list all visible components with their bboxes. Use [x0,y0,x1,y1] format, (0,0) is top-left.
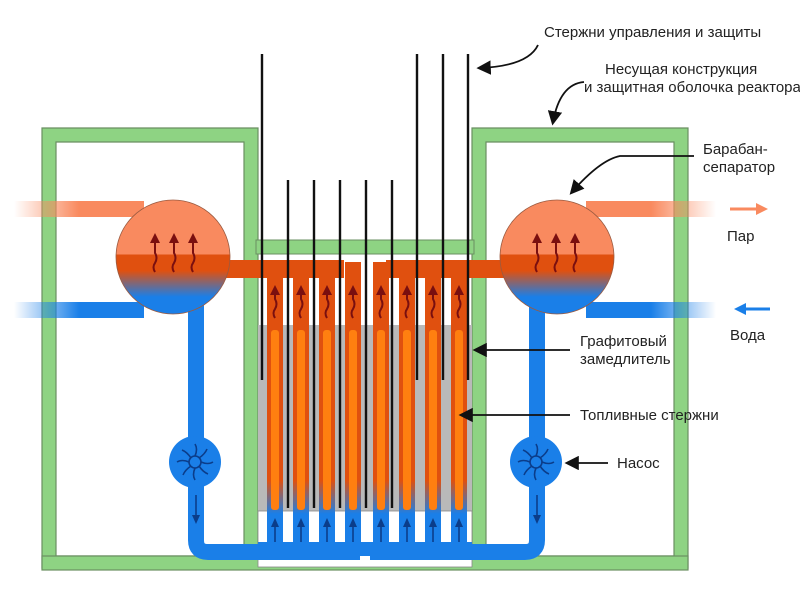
pump-left-impeller-icon [176,443,214,481]
fuel-rod [297,330,305,510]
fuel-rod [455,330,463,510]
rising-flow-arrow-head [322,285,332,295]
pump-right-body [510,436,562,488]
label-control-rods: Стержни управления и защиты [544,24,761,41]
pump-right-impeller-icon [517,443,555,481]
fuel-channel [345,262,361,548]
rising-flow-arrow [272,292,278,319]
downcomer-right [370,300,545,560]
control-rods [260,54,470,508]
fuel-rod [377,330,385,510]
fuel-rod [429,330,437,510]
rising-flow-arrow [404,292,410,319]
inflow-arrow-head [455,518,463,527]
drum-left-body [115,199,231,315]
rising-flow-arrow-head [348,285,358,295]
label-structure-line1: Несущая конструкция [605,61,757,78]
fuel-channel [451,262,467,548]
fuel-channel [399,262,415,548]
water-inlet-pipe-left [14,302,144,318]
label-drum-line1: Барабан- [703,141,768,158]
steam-outlet-pipe-right [586,201,716,217]
leader-lines [458,44,694,471]
steam-outlet-pipe-left [14,201,144,217]
downcomer-left [188,300,360,560]
fuel-channel [373,262,389,548]
separator-drum-right [499,199,615,315]
pump-left-body [169,436,221,488]
fuel-rod [349,330,357,510]
inflow-arrow-head [323,518,331,527]
inflow-arrow-head [271,518,279,527]
rising-flow-arrow-head [270,285,280,295]
rising-flow-arrow [430,292,436,319]
fuel-channel [293,262,309,548]
rising-flow-arrow [456,292,462,319]
rising-flow-arrow-head [402,285,412,295]
separator-drum-left [115,199,231,315]
rising-flow-arrow-head [454,285,464,295]
fuel-channel [425,262,441,548]
label-graphite-line1: Графитовый [580,333,667,350]
inflow-arrow-head [349,518,357,527]
water-inlet-pipe-right [586,302,716,318]
steam-rising-arrows-left [152,240,196,273]
external-pipes [14,201,716,318]
steam-direction-arrow [730,203,768,215]
leader-control-rods [476,44,539,75]
fuel-rod [271,330,279,510]
pump-left [169,436,221,524]
label-fuel-rods: Топливные стержни [580,407,719,424]
label-water: Вода [730,327,766,344]
pump-right [510,436,562,524]
rising-flow-arrow-head [376,285,386,295]
containment-left-frame [41,127,259,569]
labels: Стержни управления и защиты Несущая конс… [544,24,800,472]
label-structure-line2: и защитная оболочка реактора [584,79,800,96]
fuel-rod [323,330,331,510]
leader-containment [547,81,585,126]
water-direction-arrow [734,303,770,315]
rising-flow-arrow-head [296,285,306,295]
inflow-arrow-head [403,518,411,527]
label-steam: Пар [727,228,754,245]
fuel-channels [258,262,472,556]
inflow-arrow-head [377,518,385,527]
rising-flow-arrow [324,292,330,319]
fuel-channel [267,262,283,548]
rising-flow-arrow [298,292,304,319]
label-graphite-line2: замедлитель [580,351,671,368]
fuel-channel [319,262,335,548]
downcomer-pipes [188,300,545,560]
inflow-arrow-head [429,518,437,527]
leader-drum [569,155,694,195]
rising-flow-arrow-head [428,285,438,295]
rising-flow-arrow [350,292,356,319]
inlet-header [258,542,472,556]
rising-flow-arrow [378,292,384,319]
steam-rising-arrows-right [534,240,578,273]
fuel-rod [403,330,411,510]
label-pump: Насос [617,455,660,472]
inflow-arrow-head [297,518,305,527]
label-drum-line2: сепаратор [703,159,775,176]
